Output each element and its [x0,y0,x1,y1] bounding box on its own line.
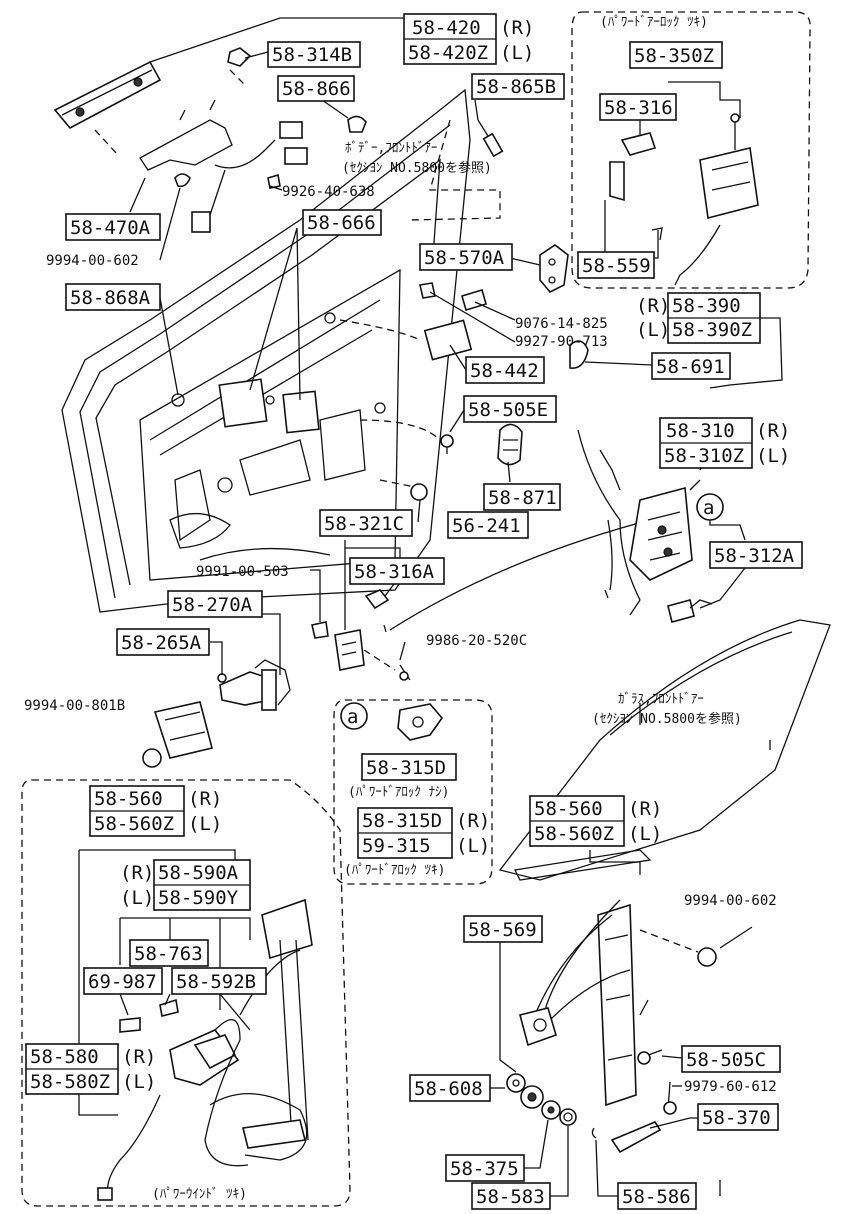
label-9986-20-520c: 9986-20-520C [426,633,527,649]
power-lock-title: (ﾊﾟﾜｰﾄﾞｱｰﾛｯｸ ﾂｷ) [600,15,708,30]
power-lock-box [571,11,811,289]
pw-label-58-560: 58-560 [94,788,163,810]
mr-r: (R) [628,798,662,820]
label-58-312a: 58-312A [714,545,795,567]
mr-label-58-505c: 58-505C [686,1049,766,1071]
mr-label-58-608: 58-608 [414,1078,483,1100]
detail-a-marker: a [347,706,358,728]
label-9926-40-638: 9926-40-638 [282,184,375,200]
label-58-570a: 58-570A [424,247,505,269]
pw-label-58-592b: 58-592B [176,971,256,993]
pw-label-58-590y: 58-590Y [158,887,239,909]
mr-label-58-370: 58-370 [702,1107,771,1129]
body-note-line1: ﾎﾞﾃﾞｰ,ﾌﾛﾝﾄﾄﾞｱｰ [345,141,437,156]
label-58-315d-r: 58-315D [362,810,442,832]
door-glass [498,619,831,881]
mr-label-58-560z: 58-560Z [534,823,614,845]
label-l2: (L) [636,319,670,341]
pw-l2: (L) [120,887,154,909]
label-58-866: 58-866 [282,78,351,100]
power-window-title: (ﾊﾟﾜｰｳｲﾝﾄﾞ ﾂｷ) [152,1187,247,1202]
label-58-350z: 58-350Z [634,45,714,67]
pw-label-69-987: 69-987 [88,971,157,993]
label-58-868a: 58-868A [70,287,151,309]
label-58-442: 58-442 [470,360,539,382]
label-9076-14-825: 9076-14-825 [515,316,608,332]
label-58-505e: 58-505E [468,399,548,421]
door-shell [61,88,471,613]
label-58-315d: 58-315D [366,757,446,779]
detail-a-r: (R) [456,810,490,832]
manual-regulator [506,849,717,1154]
label-58-470a: 58-470A [70,217,151,239]
label-58-390: 58-390 [672,295,741,317]
pw-r3: (R) [122,1046,156,1068]
label-58-270a: 58-270A [172,594,253,616]
pw-label-58-560z: 58-560Z [94,813,174,835]
glass-note-line2: (ｾｸｼﾖﾝ NO.5800を参照) [592,711,742,727]
label-9994-00-602-top: 9994-00-602 [46,253,139,269]
glass-note-line1: ｶﾞﾗｽ,ﾌﾛﾝﾄﾄﾞｱｰ [618,692,704,707]
callout-labels: 58-420 58-420Z (R) (L) 58-314B 58-866 58… [24,13,803,1210]
mr-l: (L) [628,823,662,845]
label-58-390z: 58-390Z [672,319,752,341]
midparts [311,244,661,681]
note-without-power-lock: (ﾊﾟﾜｰﾄﾞｱﾛｯｸ ﾅｼ) [348,785,449,800]
pw-r2: (R) [120,862,154,884]
label-9991-00-503: 9991-00-503 [196,564,289,580]
label-58-865b: 58-865B [476,76,556,98]
pw-label-58-580z: 58-580Z [30,1071,110,1093]
label-l3: (L) [756,445,790,467]
label-l1: (L) [500,42,534,64]
mr-label-58-375: 58-375 [450,1158,519,1180]
pw-l3: (L) [122,1071,156,1093]
note-with-power-lock: (ﾊﾟﾜｰﾄﾞｱﾛｯｸ ﾂｷ) [344,863,445,878]
label-56-241: 56-241 [452,515,521,537]
notes: ﾎﾞﾃﾞｰ,ﾌﾛﾝﾄﾄﾞｱｰ (ｾｸｼﾖﾝ NO.5800を参照) ｶﾞﾗｽ,ﾌ… [152,15,742,1202]
label-r2: (R) [636,295,670,317]
label-9994-00-801b: 9994-00-801B [24,698,125,714]
mr-label-9994-00-602: 9994-00-602 [684,893,777,909]
label-58-310: 58-310 [666,420,735,442]
label-58-316: 58-316 [604,97,673,119]
label-58-666: 58-666 [307,212,376,234]
label-58-314b: 58-314B [272,44,352,66]
mr-label-58-583: 58-583 [476,1186,545,1208]
mr-label-9979-60-612: 9979-60-612 [684,1079,777,1095]
pw-label-58-580: 58-580 [30,1046,99,1068]
mr-label-58-560: 58-560 [534,798,603,820]
label-58-871: 58-871 [488,487,557,509]
detail-a-l: (L) [456,835,490,857]
pw-r1: (R) [188,788,222,810]
label-58-420: 58-420 [412,17,481,39]
door-latch [604,486,713,623]
label-58-691: 58-691 [656,356,725,378]
pw-label-58-763: 58-763 [134,943,203,965]
hinge-parts [142,659,291,768]
pw-l1: (L) [188,813,222,835]
mr-label-58-586: 58-586 [622,1186,691,1208]
label-58-316a: 58-316A [354,561,435,583]
marker-a: a [703,497,714,519]
pw-label-58-590a: 58-590A [158,862,239,884]
label-r3: (R) [756,420,790,442]
label-58-420z: 58-420Z [408,42,488,64]
leader-lines [78,17,783,1197]
body-note-line2: (ｾｸｼﾖﾝ NO.5800を参照) [342,160,492,176]
mr-label-58-569: 58-569 [468,919,537,941]
label-r1: (R) [500,17,534,39]
power-window-box [21,779,351,1207]
label-58-310z: 58-310Z [664,445,744,467]
detail-a-box [333,699,493,885]
label-58-321c: 58-321C [324,513,404,535]
label-58-265a: 58-265A [121,632,202,654]
outer-handle-group [53,47,504,233]
label-9927-90-713: 9927-90-713 [515,334,608,350]
label-58-559: 58-559 [582,255,651,277]
label-59-315: 59-315 [362,835,431,857]
